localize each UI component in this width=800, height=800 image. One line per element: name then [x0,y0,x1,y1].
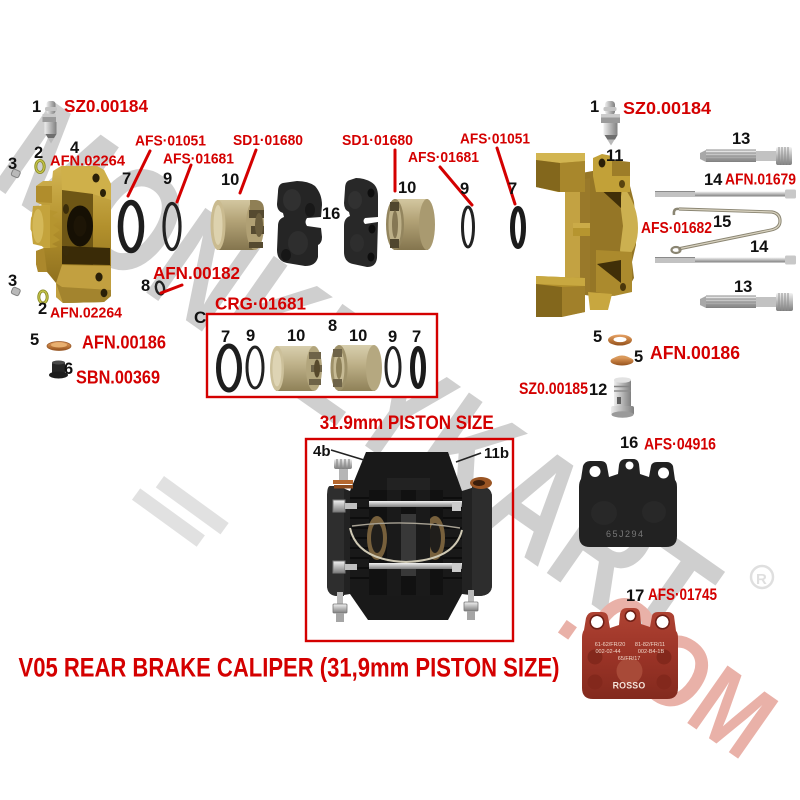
svg-text:15: 15 [713,213,731,231]
svg-text:10: 10 [221,171,239,189]
svg-text:3: 3 [8,272,17,290]
svg-text:65J294: 65J294 [606,529,645,539]
svg-text:CRG·01681: CRG·01681 [215,294,306,314]
svg-text:7: 7 [508,180,517,198]
svg-text:8: 8 [141,277,150,295]
svg-text:4: 4 [70,139,80,157]
svg-text:12: 12 [589,381,607,399]
svg-text:AFS·04916: AFS·04916 [644,435,716,454]
svg-text:16: 16 [322,205,340,223]
svg-text:4b: 4b [313,443,331,460]
svg-text:V05 REAR BRAKE CALIPER (31,9mm: V05 REAR BRAKE CALIPER (31,9mm PISTON SI… [19,653,560,683]
svg-text:7: 7 [412,328,421,346]
svg-text:ROSSO: ROSSO [613,681,646,691]
svg-text:5: 5 [593,328,602,346]
svg-text:8: 8 [328,317,337,335]
svg-text:AFN.00186: AFN.00186 [650,343,740,363]
svg-text:AFN.01679: AFN.01679 [725,172,796,189]
svg-text:9: 9 [246,327,255,345]
svg-text:2: 2 [34,144,43,162]
svg-text:AFS·01682: AFS·01682 [641,220,712,237]
svg-text:C: C [194,308,206,327]
svg-text:5: 5 [30,331,39,349]
svg-text:AFN.00182: AFN.00182 [153,263,240,283]
svg-text:11: 11 [606,147,623,165]
svg-text:1: 1 [590,98,599,116]
svg-text:AFS·01051: AFS·01051 [460,132,530,148]
svg-text:9: 9 [460,180,469,198]
svg-text:AFS·01681: AFS·01681 [163,151,234,167]
svg-text:SD1·01680: SD1·01680 [233,133,303,149]
svg-text:AFN.00186: AFN.00186 [82,333,166,353]
svg-text:16: 16 [620,434,638,452]
svg-text:9: 9 [388,328,397,346]
svg-text:SZ0.00184: SZ0.00184 [623,98,711,118]
svg-text:17: 17 [626,587,644,605]
svg-text:AFS·01051: AFS·01051 [135,133,206,149]
svg-text:AFN.02264: AFN.02264 [50,154,125,170]
svg-text:R: R [756,571,767,588]
svg-text:SBN.00369: SBN.00369 [76,368,160,388]
svg-text:AFS·01681: AFS·01681 [408,150,479,166]
svg-text:002-B4-1B: 002-B4-1B [638,649,665,655]
svg-text:31.9mm PISTON SIZE: 31.9mm PISTON SIZE [320,412,494,434]
svg-text:SZ0.00185: SZ0.00185 [519,379,588,398]
svg-text:3: 3 [8,155,17,173]
svg-text:6: 6 [64,360,73,378]
svg-text:SD1·01680: SD1·01680 [342,133,413,149]
svg-text:14: 14 [750,238,769,256]
svg-text:14: 14 [704,171,723,189]
svg-text:13: 13 [732,130,750,148]
svg-text:65/FR/17: 65/FR/17 [618,656,641,662]
svg-text:AFS·01745: AFS·01745 [648,585,717,604]
svg-text:002-02-44: 002-02-44 [595,649,620,655]
svg-text:2: 2 [38,300,47,318]
svg-text:7: 7 [122,170,131,188]
svg-text:9: 9 [163,170,172,188]
svg-text:AFN.02264: AFN.02264 [50,306,122,322]
svg-text:10: 10 [349,327,367,345]
svg-text:61-62/FR/20: 61-62/FR/20 [595,642,626,648]
svg-text:10: 10 [287,327,305,345]
svg-text:SZ0.00184: SZ0.00184 [64,96,148,116]
svg-text:13: 13 [734,278,752,296]
svg-text:7: 7 [221,328,230,346]
svg-text:1: 1 [32,98,41,116]
svg-text:11b: 11b [484,445,509,462]
svg-text:10: 10 [398,179,416,197]
svg-text:81-82/FR/11: 81-82/FR/11 [635,642,665,648]
svg-text:5: 5 [634,348,643,366]
